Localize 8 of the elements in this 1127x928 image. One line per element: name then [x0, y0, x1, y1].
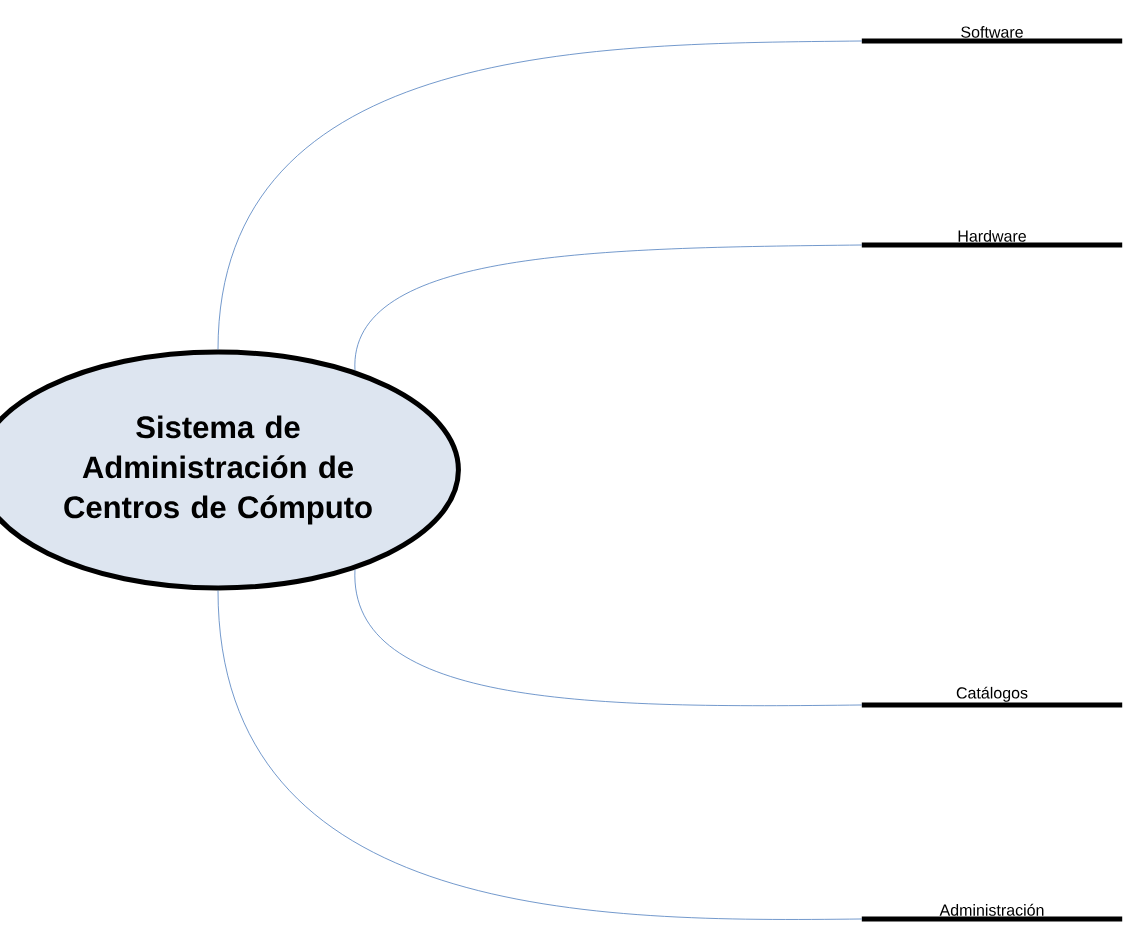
labeled-bar: Software [861, 26, 1123, 44]
connector-curve [354, 569, 863, 706]
connector-curve [217, 590, 863, 920]
connector-curve [354, 244, 863, 371]
labeled-bar: Catálogos [861, 686, 1123, 708]
connector-curve [217, 40, 863, 350]
labeled-bar: Hardware [861, 230, 1123, 248]
labeled-bar: Administración [861, 903, 1123, 922]
